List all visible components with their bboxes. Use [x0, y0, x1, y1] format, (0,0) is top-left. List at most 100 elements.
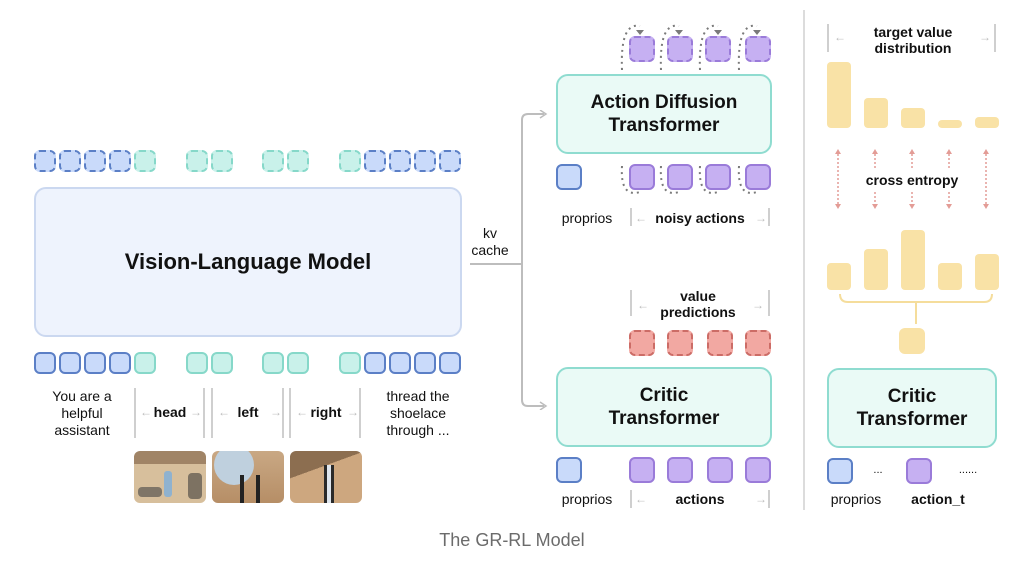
- value-label-line1: value: [680, 288, 716, 304]
- action-t-label: action_t: [911, 491, 965, 507]
- output-token: [134, 150, 156, 172]
- output-token: [364, 150, 386, 172]
- noisy-action-token: [629, 164, 655, 190]
- output-token: [389, 150, 411, 172]
- adt-proprios-label: proprios: [561, 210, 613, 226]
- proprio-token: [827, 458, 853, 484]
- input-token: [134, 352, 156, 374]
- input-token: [439, 352, 461, 374]
- input-token: [59, 352, 81, 374]
- arrow-left-icon: ←: [834, 30, 846, 44]
- input-token: [364, 352, 386, 374]
- bracket-edge: [630, 490, 632, 508]
- bracket-edge: [768, 208, 770, 226]
- denoised-action-token: [667, 36, 693, 62]
- input-token: [211, 352, 233, 374]
- denoised-action-token: [745, 36, 771, 62]
- section-divider: [803, 10, 805, 510]
- action-token: [707, 457, 733, 483]
- predicted-distribution-bar: [827, 263, 851, 290]
- input-token: [109, 352, 131, 374]
- target-distribution-label: target value distribution: [856, 24, 970, 56]
- bracket-divider: [134, 388, 136, 438]
- output-token: [439, 150, 461, 172]
- bracket-divider: [211, 388, 213, 438]
- bracket-edge: [768, 290, 770, 316]
- output-token: [109, 150, 131, 172]
- arrow-right-icon: →: [190, 405, 202, 419]
- action-token: [667, 457, 693, 483]
- target-distribution-bar: [864, 98, 888, 128]
- predicted-distribution-bar: [864, 249, 888, 290]
- kv-cache-label: kv cache: [471, 225, 509, 258]
- vlm-title: Vision-Language Model: [124, 249, 372, 274]
- bracket-edge: [994, 24, 996, 52]
- instruction-label: thread the shoelace through ...: [386, 388, 450, 438]
- bracket-edge: [630, 208, 632, 226]
- output-token: [84, 150, 106, 172]
- output-token: [211, 150, 233, 172]
- detail-proprios-label: proprios: [830, 491, 882, 507]
- value-prediction-token: [667, 330, 693, 356]
- actions-label: actions: [675, 491, 725, 507]
- noisy-action-token: [745, 164, 771, 190]
- noisy-action-token: [667, 164, 693, 190]
- adt-title-line2: Transformer: [608, 115, 720, 136]
- figure-caption: The GR-RL Model: [439, 530, 585, 550]
- arrow-left-icon: ←: [637, 298, 649, 312]
- critic-transformer-block: Critic Transformer: [556, 367, 772, 447]
- value-predictions-label: value predictions: [652, 288, 744, 320]
- output-token: [34, 150, 56, 172]
- output-token: [262, 150, 284, 172]
- denoising-loop-arrows: [620, 24, 761, 194]
- ellipsis: ......: [958, 464, 978, 476]
- right-wrist-camera-image: [290, 451, 362, 503]
- arrow-left-icon: ←: [635, 492, 647, 506]
- noisy-actions-label: noisy actions: [655, 210, 745, 226]
- input-token: [389, 352, 411, 374]
- output-token: [414, 150, 436, 172]
- cross-entropy-arrows: [835, 149, 989, 209]
- output-token: [186, 150, 208, 172]
- critic-detail-title-line1: Critic: [887, 386, 937, 407]
- distribution-aggregation-bracket: [839, 293, 993, 324]
- adt-title-line1: Action Diffusion: [590, 92, 738, 113]
- target-distribution-bar: [975, 117, 999, 128]
- action-token: [629, 457, 655, 483]
- output-token: [339, 150, 361, 172]
- bracket-divider: [359, 388, 361, 438]
- value-label-line2: predictions: [660, 304, 736, 320]
- target-label-line1: target value: [873, 24, 953, 40]
- arrow-right-icon: →: [752, 298, 764, 312]
- input-token: [339, 352, 361, 374]
- input-token: [84, 352, 106, 374]
- ellipsis: ...: [873, 464, 883, 476]
- arrow-right-icon: →: [270, 405, 282, 419]
- proprio-token: [556, 457, 582, 483]
- output-token: [287, 150, 309, 172]
- target-distribution-bar: [938, 120, 962, 128]
- left-label: left: [237, 404, 259, 420]
- value-prediction-token: [745, 330, 771, 356]
- action-t-token: [906, 458, 932, 484]
- prompt-label: You are a helpful assistant: [52, 388, 112, 438]
- bracket-edge: [827, 24, 829, 52]
- arrow-right-icon: →: [755, 211, 767, 225]
- kv-cache-connector: [470, 110, 548, 410]
- value-token: [899, 328, 925, 354]
- target-label-line2: distribution: [874, 40, 952, 56]
- arrow-left-icon: ←: [635, 211, 647, 225]
- value-prediction-token: [707, 330, 733, 356]
- critic-detail-title-line2: Transformer: [856, 409, 968, 430]
- bracket-edge: [768, 490, 770, 508]
- vision-language-model-block: Vision-Language Model: [34, 187, 462, 337]
- input-token: [262, 352, 284, 374]
- bracket-divider: [282, 388, 284, 438]
- arrow-right-icon: →: [979, 30, 991, 44]
- denoised-action-token: [629, 36, 655, 62]
- action-diffusion-transformer-block: Action Diffusion Transformer: [556, 74, 772, 154]
- target-distribution-bar: [827, 62, 851, 128]
- bracket-divider: [203, 388, 205, 438]
- critic-transformer-detail-block: Critic Transformer: [827, 368, 997, 448]
- noisy-action-token: [705, 164, 731, 190]
